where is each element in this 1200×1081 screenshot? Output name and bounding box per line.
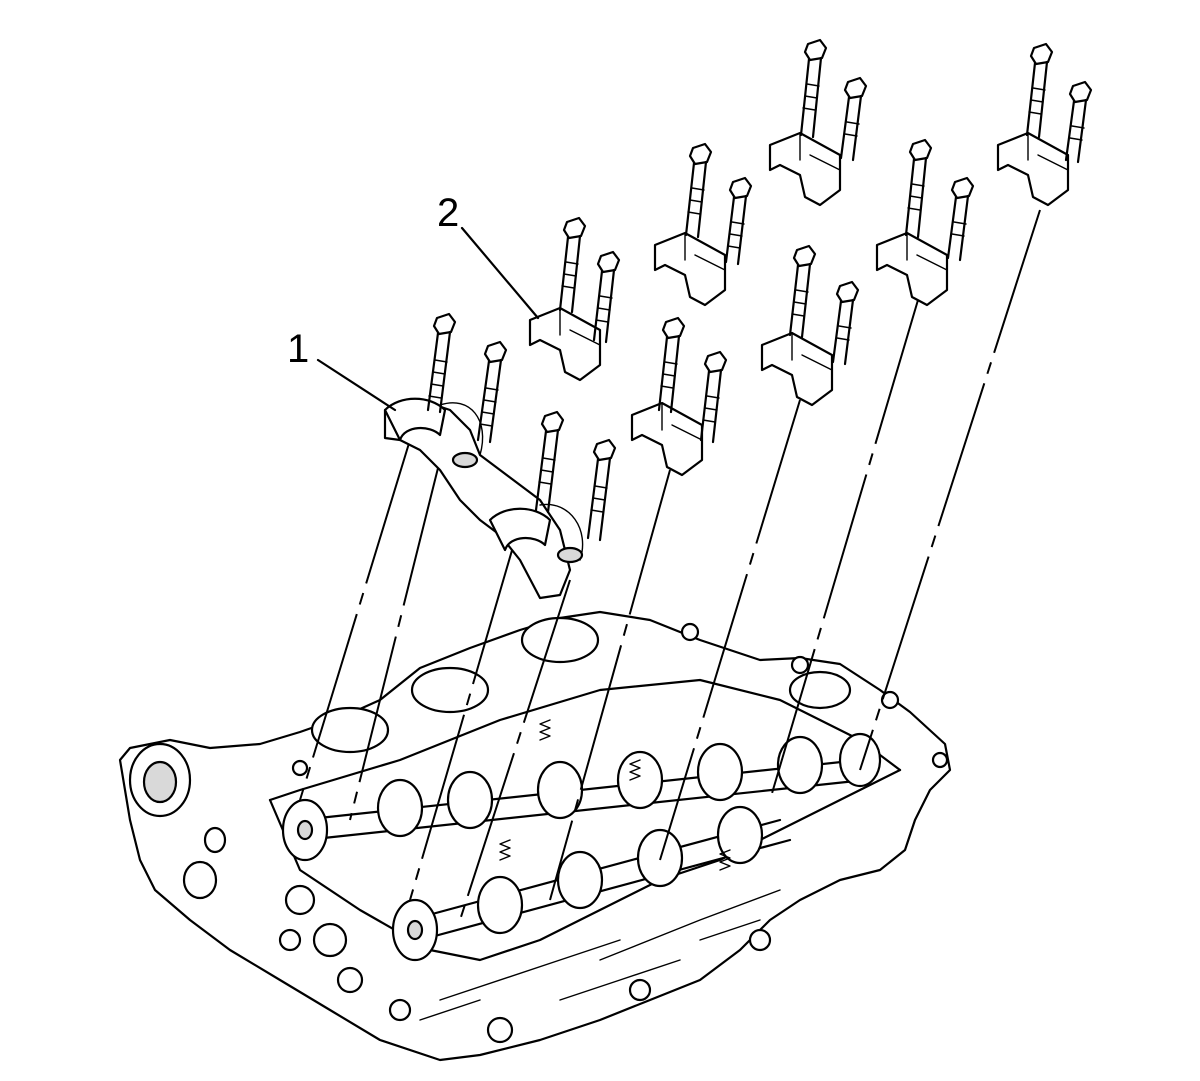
bolt <box>799 38 828 139</box>
bolt <box>1025 42 1054 139</box>
bearing-cap-8 <box>996 131 1070 207</box>
bearing-cap-3 <box>630 401 704 477</box>
alignment-lines <box>299 209 1041 921</box>
bolt <box>946 176 975 262</box>
callout-label-2: 2 <box>437 191 459 235</box>
bolt <box>724 176 753 266</box>
leader-line <box>316 358 397 412</box>
callout-2: 2 <box>437 191 540 320</box>
cap-bolts <box>426 38 1093 542</box>
bolt <box>1064 80 1093 164</box>
bolt <box>476 340 508 444</box>
bolt <box>699 350 728 444</box>
bolt <box>839 76 868 162</box>
bolt <box>558 216 587 314</box>
callout-1: 1 <box>287 327 397 412</box>
callout-label-1: 1 <box>287 327 309 371</box>
bolt <box>586 438 617 542</box>
valve-springs <box>499 719 731 871</box>
bolt <box>534 410 565 514</box>
leader-line <box>460 226 540 320</box>
bearing-cap-2 <box>528 306 602 382</box>
bolt <box>684 142 713 239</box>
intake-camshaft <box>281 732 882 862</box>
bearing-cap-5 <box>760 331 834 407</box>
bearing-cap-7 <box>875 231 949 307</box>
bolt <box>831 280 860 366</box>
bearing-cap-6 <box>768 131 842 207</box>
bolt <box>788 244 817 339</box>
bolt <box>657 316 686 414</box>
cylinder-head <box>118 610 952 1062</box>
bolt <box>904 138 933 239</box>
bolt <box>426 312 457 414</box>
bearing-cap-4 <box>653 231 727 307</box>
bolt <box>592 250 621 344</box>
